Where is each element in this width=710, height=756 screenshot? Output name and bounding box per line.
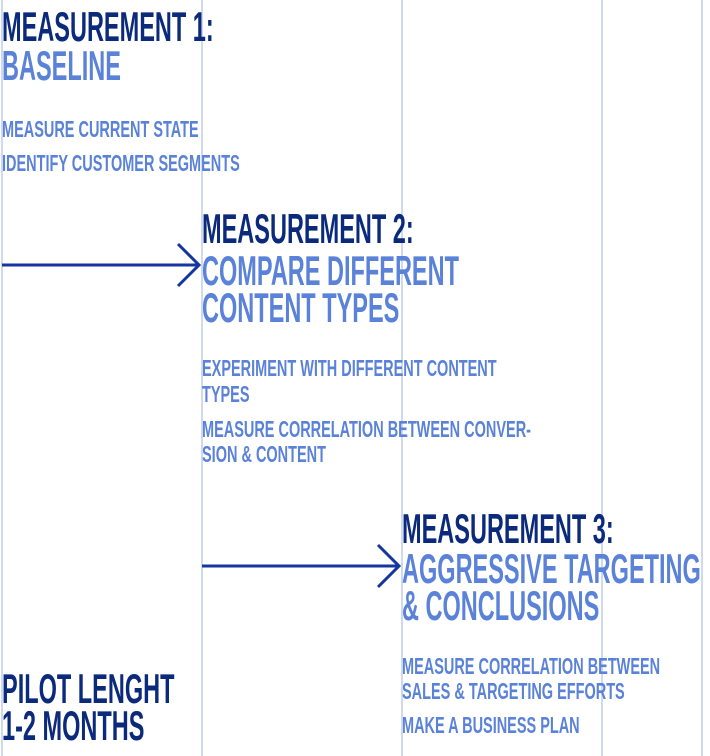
stage2-item: SION & CONTENT — [202, 441, 326, 467]
stage3-item: SALES & TARGETING EFFORTS — [402, 678, 625, 704]
pilot-length-label: PILOT LENGHT — [2, 665, 175, 712]
stage2-title: MEASUREMENT 2: — [202, 205, 414, 252]
stage1-subtitle: BASELINE — [2, 42, 121, 89]
arrow-icon — [2, 242, 202, 288]
stage3-item: MAKE A BUSINESS PLAN — [402, 712, 580, 738]
stage3-item: MEASURE CORRELATION BETWEEN — [402, 653, 661, 679]
stage3-subtitle: AGGRESSIVE TARGETING — [402, 545, 701, 592]
grid-line — [1, 0, 3, 756]
stage3-subtitle: & CONCLUSIONS — [402, 582, 600, 629]
arrow-icon — [202, 543, 402, 589]
grid-line — [201, 0, 203, 756]
stage1-title: MEASUREMENT 1: — [2, 3, 214, 50]
stage1-item: IDENTIFY CUSTOMER SEGMENTS — [2, 150, 240, 176]
grid-line — [701, 0, 703, 756]
pilot-length-value: 1-2 MONTHS — [2, 702, 145, 749]
stage1-item: MEASURE CURRENT STATE — [2, 116, 199, 142]
stage2-subtitle: COMPARE DIFFERENT — [202, 247, 459, 294]
stage3-title: MEASUREMENT 3: — [402, 505, 614, 552]
stage2-subtitle: CONTENT TYPES — [202, 284, 400, 331]
stage2-item: MEASURE CORRELATION BETWEEN CONVER- — [202, 416, 531, 442]
grid-line — [401, 0, 403, 756]
grid-line — [601, 0, 603, 756]
stage2-item: EXPERIMENT WITH DIFFERENT CONTENT — [202, 355, 497, 381]
stage2-item: TYPES — [202, 381, 250, 407]
